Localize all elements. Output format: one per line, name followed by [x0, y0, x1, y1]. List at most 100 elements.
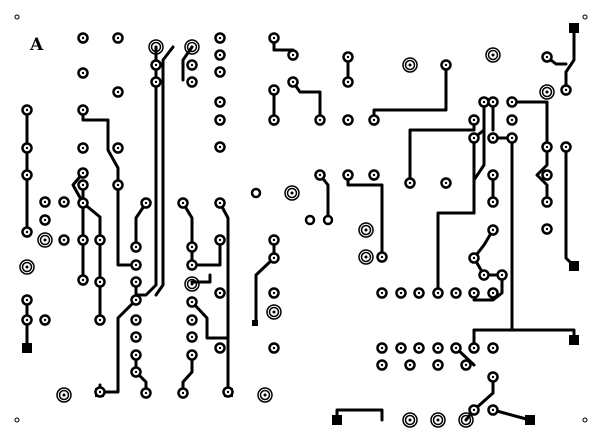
trace [472, 100, 486, 215]
ring-pad [56, 387, 72, 403]
trace [472, 228, 504, 302]
through-hole-pad [376, 287, 388, 299]
through-hole-pad [140, 387, 152, 399]
through-hole-pad [342, 51, 354, 63]
through-hole-pad [39, 214, 51, 226]
through-hole-pad [487, 96, 499, 108]
through-hole-pad [130, 349, 142, 361]
through-hole-pad [487, 371, 499, 383]
through-hole-pad [287, 49, 299, 61]
ring-pad [402, 57, 418, 73]
through-hole-pad [468, 342, 480, 354]
through-hole-pad [186, 259, 198, 271]
through-hole-pad [450, 342, 462, 354]
through-hole-pad [376, 251, 388, 263]
through-hole-pad [150, 76, 162, 88]
through-hole-pad [395, 342, 407, 354]
through-hole-pad [39, 314, 51, 326]
through-hole-pad [487, 287, 499, 299]
through-hole-pad [268, 252, 280, 264]
corner-marker-top-left [14, 14, 20, 20]
through-hole-pad [130, 276, 142, 288]
ring-pad [19, 259, 35, 275]
through-hole-pad [21, 142, 33, 154]
through-hole-pad [130, 366, 142, 378]
through-hole-pad [404, 359, 416, 371]
through-hole-pad [21, 104, 33, 116]
through-hole-pad [404, 177, 416, 189]
through-hole-pad [130, 314, 142, 326]
through-hole-pad [214, 66, 226, 78]
through-hole-pad [214, 287, 226, 299]
through-hole-pad [468, 132, 480, 144]
through-hole-pad [77, 167, 89, 179]
ring-pad [358, 249, 374, 265]
trace [181, 45, 194, 82]
through-hole-pad [487, 404, 499, 416]
through-hole-pad [268, 114, 280, 126]
through-hole-pad [77, 104, 89, 116]
through-hole-pad [77, 197, 89, 209]
through-hole-pad [130, 331, 142, 343]
through-hole-pad [487, 224, 499, 236]
trace [181, 201, 222, 267]
through-hole-pad [186, 59, 198, 71]
through-hole-pad [496, 269, 508, 281]
trace [408, 118, 476, 185]
through-hole-pad [214, 32, 226, 44]
copper-traces [25, 26, 576, 422]
trace [491, 408, 532, 422]
through-hole-pad [268, 84, 280, 96]
through-hole-pad [77, 32, 89, 44]
through-hole-pad [468, 114, 480, 126]
trace [254, 238, 276, 324]
through-hole-pad [94, 386, 106, 398]
through-hole-pad [376, 342, 388, 354]
through-hole-pad [77, 274, 89, 286]
trace [181, 353, 194, 395]
ring-pad [430, 412, 446, 428]
through-hole-pad [541, 169, 553, 181]
square-pad [332, 415, 342, 425]
through-hole-pad [21, 314, 33, 326]
through-hole-pad [506, 132, 518, 144]
ring-pad [266, 304, 282, 320]
through-hole-pad [468, 252, 480, 264]
trace [190, 300, 230, 394]
square-pad [252, 320, 258, 326]
corner-marker-bottom-right [582, 417, 588, 423]
through-hole-pad [560, 141, 572, 153]
ring-pads [19, 39, 555, 428]
through-hole-pad [368, 114, 380, 126]
through-hole-pad [112, 32, 124, 44]
through-hole-pad [432, 359, 444, 371]
through-hole-pad [21, 294, 33, 306]
corner-marker-top-right [582, 14, 588, 20]
through-hole-pad [468, 404, 480, 416]
ring-pad [358, 222, 374, 238]
board-label: A [29, 35, 44, 55]
via-pad [322, 214, 334, 226]
square-pad [569, 335, 579, 345]
through-hole-pad [506, 96, 518, 108]
through-hole-pad [177, 387, 189, 399]
through-hole-pad [450, 287, 462, 299]
round-pads [21, 32, 572, 416]
trace [134, 201, 148, 249]
through-hole-pad [560, 84, 572, 96]
through-hole-pad [58, 234, 70, 246]
square-pads [22, 23, 579, 425]
trace [510, 100, 549, 204]
trace [291, 80, 322, 122]
through-hole-pad [112, 142, 124, 154]
trace [346, 173, 384, 259]
through-hole-pad [268, 287, 280, 299]
through-hole-pad [186, 296, 198, 308]
square-pad [22, 343, 32, 353]
through-hole-pad [314, 114, 326, 126]
through-hole-pad [186, 76, 198, 88]
through-hole-pad [214, 141, 226, 153]
ring-pad [184, 276, 200, 292]
